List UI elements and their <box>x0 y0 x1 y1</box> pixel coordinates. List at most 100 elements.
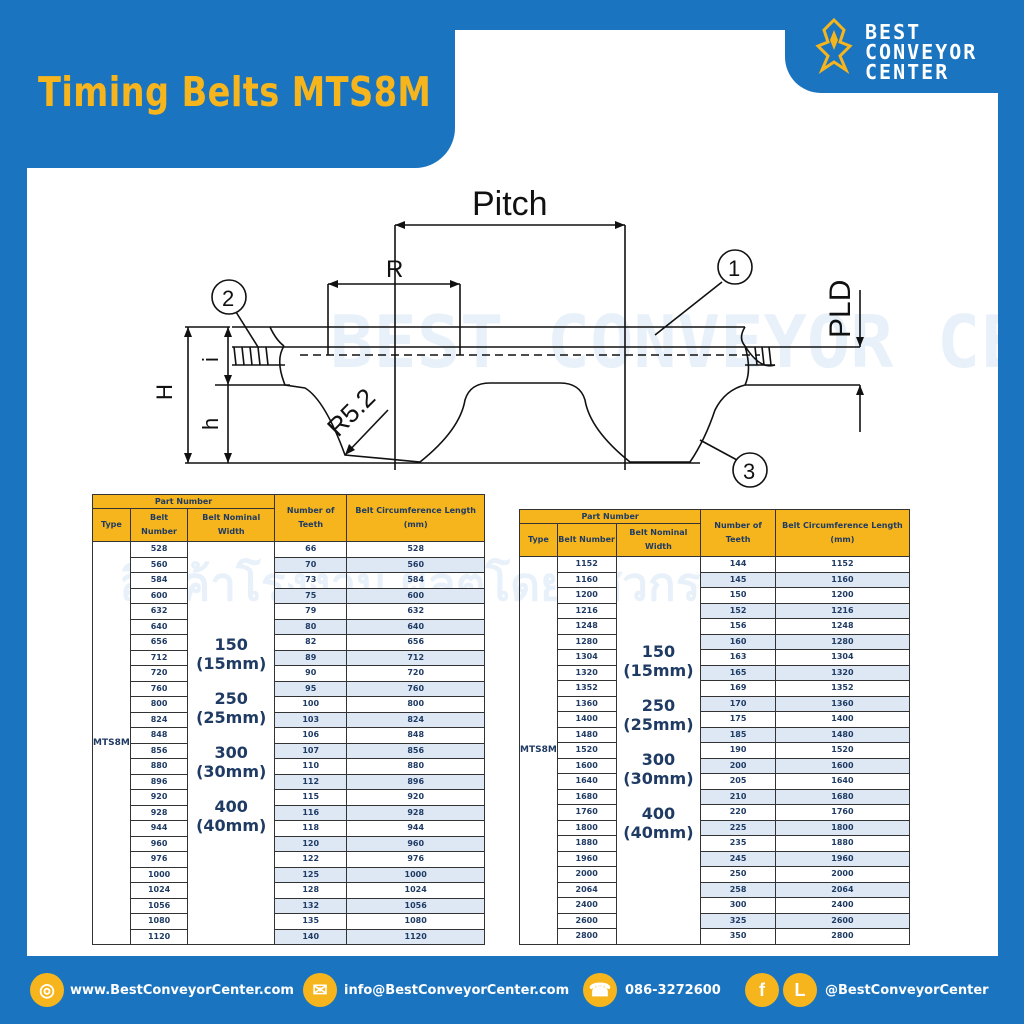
width-value: 250 <box>641 696 676 716</box>
website-link[interactable]: www.BestConveyorCenter.com <box>70 983 294 998</box>
i-label: i <box>198 357 223 362</box>
belt-number-cell: 2600 <box>556 912 617 929</box>
length-cell: 1248 <box>774 618 911 635</box>
teeth-header: Number of Teeth <box>700 509 776 557</box>
width-value: 250 <box>214 689 248 708</box>
teeth-cell: 66 <box>274 541 348 558</box>
teeth-cell: 118 <box>274 820 348 837</box>
teeth-cell: 115 <box>274 789 348 806</box>
length-cell: 1024 <box>346 882 485 899</box>
teeth-cell: 160 <box>700 633 776 650</box>
belt-number-cell: 1680 <box>556 788 617 805</box>
type-header: Type <box>519 523 558 557</box>
width-mm: (40mm) <box>623 823 694 843</box>
width-value: 400 <box>641 804 676 824</box>
teeth-cell: 170 <box>700 695 776 712</box>
teeth-cell: 75 <box>274 587 348 604</box>
length-cell: 856 <box>346 742 485 759</box>
belt-number-cell: 600 <box>129 587 189 604</box>
title-banner: Timing Belts MTS8M <box>0 0 455 168</box>
belt-profile-diagram: Pitch R PLD H h i R5.2 1 2 3 <box>152 185 864 488</box>
belt-number-cell: 2400 <box>556 897 617 914</box>
length-cell: 960 <box>346 835 485 852</box>
phone-number[interactable]: 086-3272600 <box>625 983 721 998</box>
teeth-cell: 144 <box>700 556 776 573</box>
teeth-cell: 205 <box>700 773 776 790</box>
r-label: R <box>386 256 403 283</box>
belt-width-header: Belt Nominal Width <box>187 508 276 542</box>
belt-number-cell: 960 <box>129 835 189 852</box>
length-cell: 1056 <box>346 897 485 914</box>
h-total-label: H <box>152 384 177 400</box>
length-cell: 1480 <box>774 726 911 743</box>
length-cell: 1760 <box>774 804 911 821</box>
length-cell: 1880 <box>774 835 911 852</box>
type-cell: MTS8M <box>519 556 558 945</box>
belt-number-cell: 528 <box>129 541 189 558</box>
email-link[interactable]: info@BestConveyorCenter.com <box>344 983 570 998</box>
belt-number-cell: 1480 <box>556 726 617 743</box>
facebook-icon[interactable]: f <box>745 973 779 1007</box>
callout-1: 1 <box>728 256 740 281</box>
belt-number-cell: 1400 <box>556 711 617 728</box>
teeth-cell: 128 <box>274 882 348 899</box>
length-cell: 656 <box>346 634 485 651</box>
teeth-cell: 90 <box>274 665 348 682</box>
length-cell: 2800 <box>774 928 911 945</box>
page-title: Timing Belts MTS8M <box>38 68 432 116</box>
length-cell: 560 <box>346 556 485 573</box>
belt-number-header: Belt Number <box>129 508 189 542</box>
teeth-cell: 107 <box>274 742 348 759</box>
belt-number-cell: 920 <box>129 789 189 806</box>
length-cell: 584 <box>346 572 485 589</box>
length-cell: 1280 <box>774 633 911 650</box>
length-cell: 1320 <box>774 664 911 681</box>
width-mm: (30mm) <box>623 769 694 789</box>
belt-number-cell: 1152 <box>556 556 617 573</box>
width-value: 150 <box>641 642 676 662</box>
belt-number-cell: 1056 <box>129 897 189 914</box>
teeth-cell: 350 <box>700 928 776 945</box>
social-handle[interactable]: @BestConveyorCenter <box>825 983 989 998</box>
brand-line-2: CONVEYOR <box>865 40 978 64</box>
callout-2: 2 <box>222 286 234 311</box>
belt-number-cell: 560 <box>129 556 189 573</box>
globe-icon: ◎ <box>30 973 64 1007</box>
line-icon[interactable]: L <box>783 973 817 1007</box>
belt-number-cell: 2064 <box>556 881 617 898</box>
teeth-cell: 116 <box>274 804 348 821</box>
length-cell: 1000 <box>346 866 485 883</box>
length-cell: 1960 <box>774 850 911 867</box>
belt-number-cell: 800 <box>129 696 189 713</box>
teeth-cell: 80 <box>274 618 348 635</box>
teeth-cell: 300 <box>700 897 776 914</box>
length-cell: 976 <box>346 851 485 868</box>
belt-number-cell: 2800 <box>556 928 617 945</box>
belt-number-cell: 760 <box>129 680 189 697</box>
belt-width-header: Belt Nominal Width <box>615 523 702 557</box>
teeth-cell: 325 <box>700 912 776 929</box>
belt-number-cell: 1280 <box>556 633 617 650</box>
length-cell: 920 <box>346 789 485 806</box>
length-header: Belt Circumference Length (mm) <box>346 494 485 542</box>
length-cell: 848 <box>346 727 485 744</box>
teeth-cell: 110 <box>274 758 348 775</box>
